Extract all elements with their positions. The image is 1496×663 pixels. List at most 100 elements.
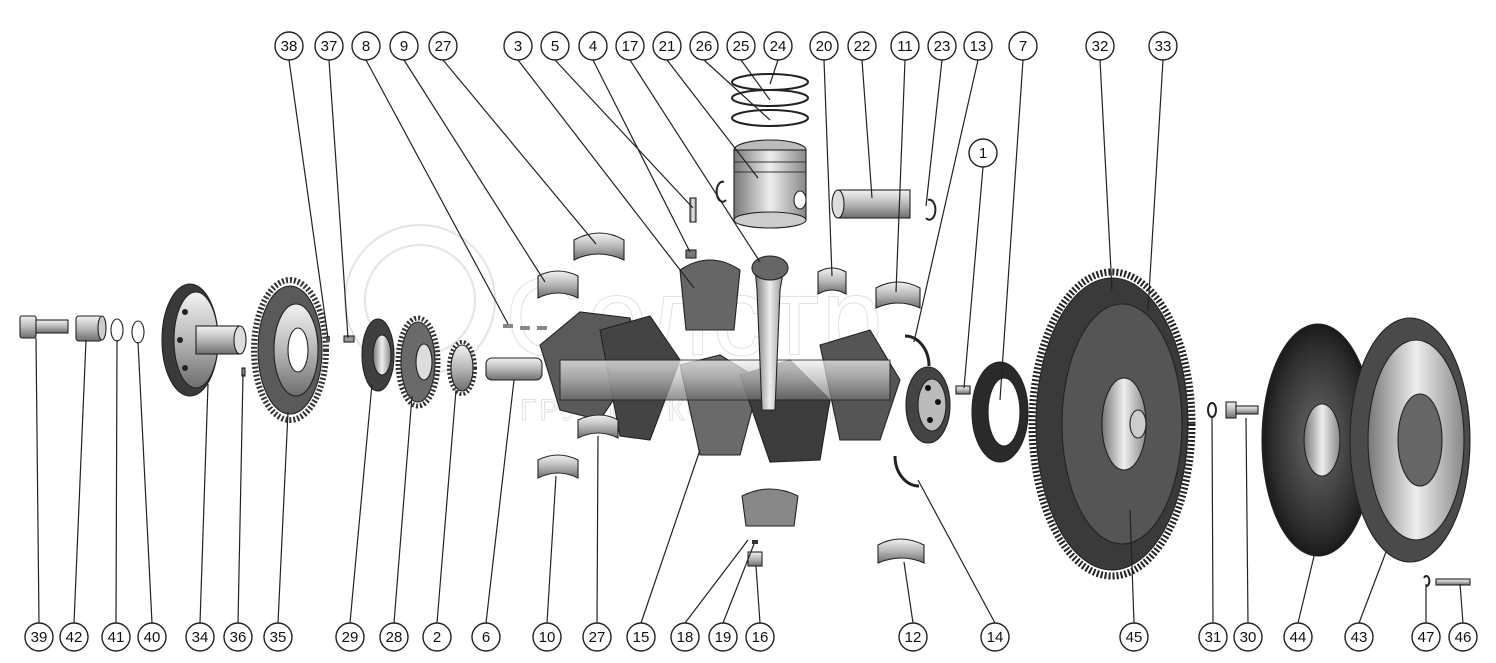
leader-line-bottom-16: [755, 565, 761, 624]
callout-circle-top-26: [689, 31, 719, 61]
flywheel-bolt-30: [1225, 401, 1259, 419]
callout-label-top-26: 26: [696, 38, 713, 55]
leader-line-top-27: [442, 59, 597, 245]
callout-circle-bottom-14: [980, 622, 1010, 652]
leader-line-bottom-36: [237, 373, 244, 624]
callout-circle-bottom-18: [670, 622, 700, 652]
leader-line-bottom-6: [485, 379, 515, 624]
rear-oil-seal: [971, 361, 1029, 463]
leader-line-bottom-29: [349, 383, 373, 624]
callout-label-top-11: 11: [897, 38, 913, 55]
callout-circle-middle-1: [968, 138, 998, 168]
callout-label-top-25: 25: [733, 38, 750, 55]
dowel-pin-1: [955, 385, 971, 395]
bearing-shell-12: [877, 538, 925, 564]
callout-circle-bottom-12: [898, 622, 928, 652]
callout-circle-top-17: [615, 31, 645, 61]
circlip-17: [715, 180, 727, 203]
callout-label-bottom-2: 2: [433, 629, 441, 646]
callout-circle-bottom-10: [532, 622, 562, 652]
bearing-shell-11: [875, 281, 921, 309]
leader-lines: [35, 59, 1464, 624]
piston-pin: [831, 189, 911, 219]
callout-label-bottom-36: 36: [230, 629, 247, 646]
callout-circle-bottom-2: [422, 622, 452, 652]
callout-circle-top-21: [652, 31, 682, 61]
leader-line-top-20: [823, 59, 833, 277]
callout-circle-top-33: [1148, 31, 1178, 61]
callout-circle-bottom-34: [185, 622, 215, 652]
callout-circle-bottom-31: [1198, 622, 1228, 652]
callout-label-bottom-27: 27: [589, 629, 606, 646]
bolt-19: [752, 540, 758, 544]
callout-label-top-17: 17: [622, 38, 639, 55]
callout-label-top-5: 5: [551, 38, 559, 55]
callout-label-bottom-18: 18: [677, 629, 694, 646]
leader-line-top-26: [703, 59, 771, 121]
leader-line-bottom-34: [199, 383, 209, 624]
callout-circle-bottom-44: [1283, 622, 1313, 652]
conrod-bolt-5: [689, 197, 697, 223]
piston-ring-26: [731, 109, 809, 127]
leader-line-bottom-41: [115, 339, 118, 624]
leader-line-bottom-35: [277, 411, 289, 624]
callout-circle-top-32: [1085, 31, 1115, 61]
flywheel: [1028, 268, 1196, 580]
callout-circle-top-22: [847, 31, 877, 61]
callout-label-bottom-45: 45: [1126, 629, 1143, 646]
callout-label-middle-1: 1: [979, 145, 987, 162]
leader-line-top-32: [1099, 59, 1113, 291]
callout-circle-bottom-39: [24, 622, 54, 652]
callout-circle-top-20: [809, 31, 839, 61]
pressure-plate-bolt-46: [1435, 578, 1471, 586]
leader-line-bottom-43: [1358, 551, 1387, 624]
washer-bushing: [75, 315, 107, 342]
callout-label-top-32: 32: [1092, 38, 1109, 55]
leader-line-bottom-12: [903, 561, 914, 624]
leader-line-bottom-28: [393, 395, 413, 624]
callout-label-top-3: 3: [514, 38, 522, 55]
leader-line-top-17: [629, 59, 761, 263]
piston-ring-24: [731, 73, 809, 91]
connecting-rod: [751, 255, 789, 411]
callout-label-top-37: 37: [321, 38, 338, 55]
bearing-shell-9: [537, 270, 579, 299]
callout-label-bottom-39: 39: [31, 629, 48, 646]
nut-4: [685, 249, 697, 259]
callout-label-top-8: 8: [362, 38, 370, 55]
leader-line-bottom-46: [1459, 583, 1464, 624]
piston: [733, 139, 807, 229]
leader-line-top-33: [1147, 59, 1164, 311]
leader-line-bottom-45: [1129, 509, 1135, 624]
snap-ring-41: [110, 318, 124, 342]
callout-circle-top-5: [540, 31, 570, 61]
leader-line-top-23: [925, 59, 943, 207]
callout-circle-bottom-46: [1448, 622, 1478, 652]
callout-label-bottom-28: 28: [386, 629, 403, 646]
crankshaft-gear: [395, 315, 441, 409]
callout-circle-top-24: [763, 31, 793, 61]
callout-label-top-13: 13: [970, 38, 987, 55]
bearing-shell-20: [817, 267, 847, 295]
callout-circle-top-27: [428, 31, 458, 61]
callout-circle-bottom-35: [263, 622, 293, 652]
callout-circle-bottom-42: [59, 622, 89, 652]
callout-label-bottom-43: 43: [1351, 629, 1368, 646]
callout-circle-bottom-36: [223, 622, 253, 652]
piston-ring-25: [731, 89, 809, 107]
callout-label-bottom-35: 35: [270, 629, 287, 646]
bearing-shell-27-top: [573, 232, 625, 261]
leader-line-bottom-27: [596, 435, 599, 624]
leader-line-bottom-44: [1297, 547, 1317, 624]
leader-line-bottom-2: [436, 389, 457, 624]
callout-label-bottom-19: 19: [715, 629, 732, 646]
leader-line-bottom-30: [1245, 417, 1249, 624]
callout-circle-bottom-30: [1233, 622, 1263, 652]
callout-circle-bottom-15: [626, 622, 656, 652]
callout-label-top-23: 23: [934, 38, 951, 55]
callout-label-bottom-29: 29: [342, 629, 359, 646]
pin-37: [343, 335, 355, 343]
bearing-shell-10: [537, 454, 579, 479]
callout-label-bottom-15: 15: [633, 629, 650, 646]
